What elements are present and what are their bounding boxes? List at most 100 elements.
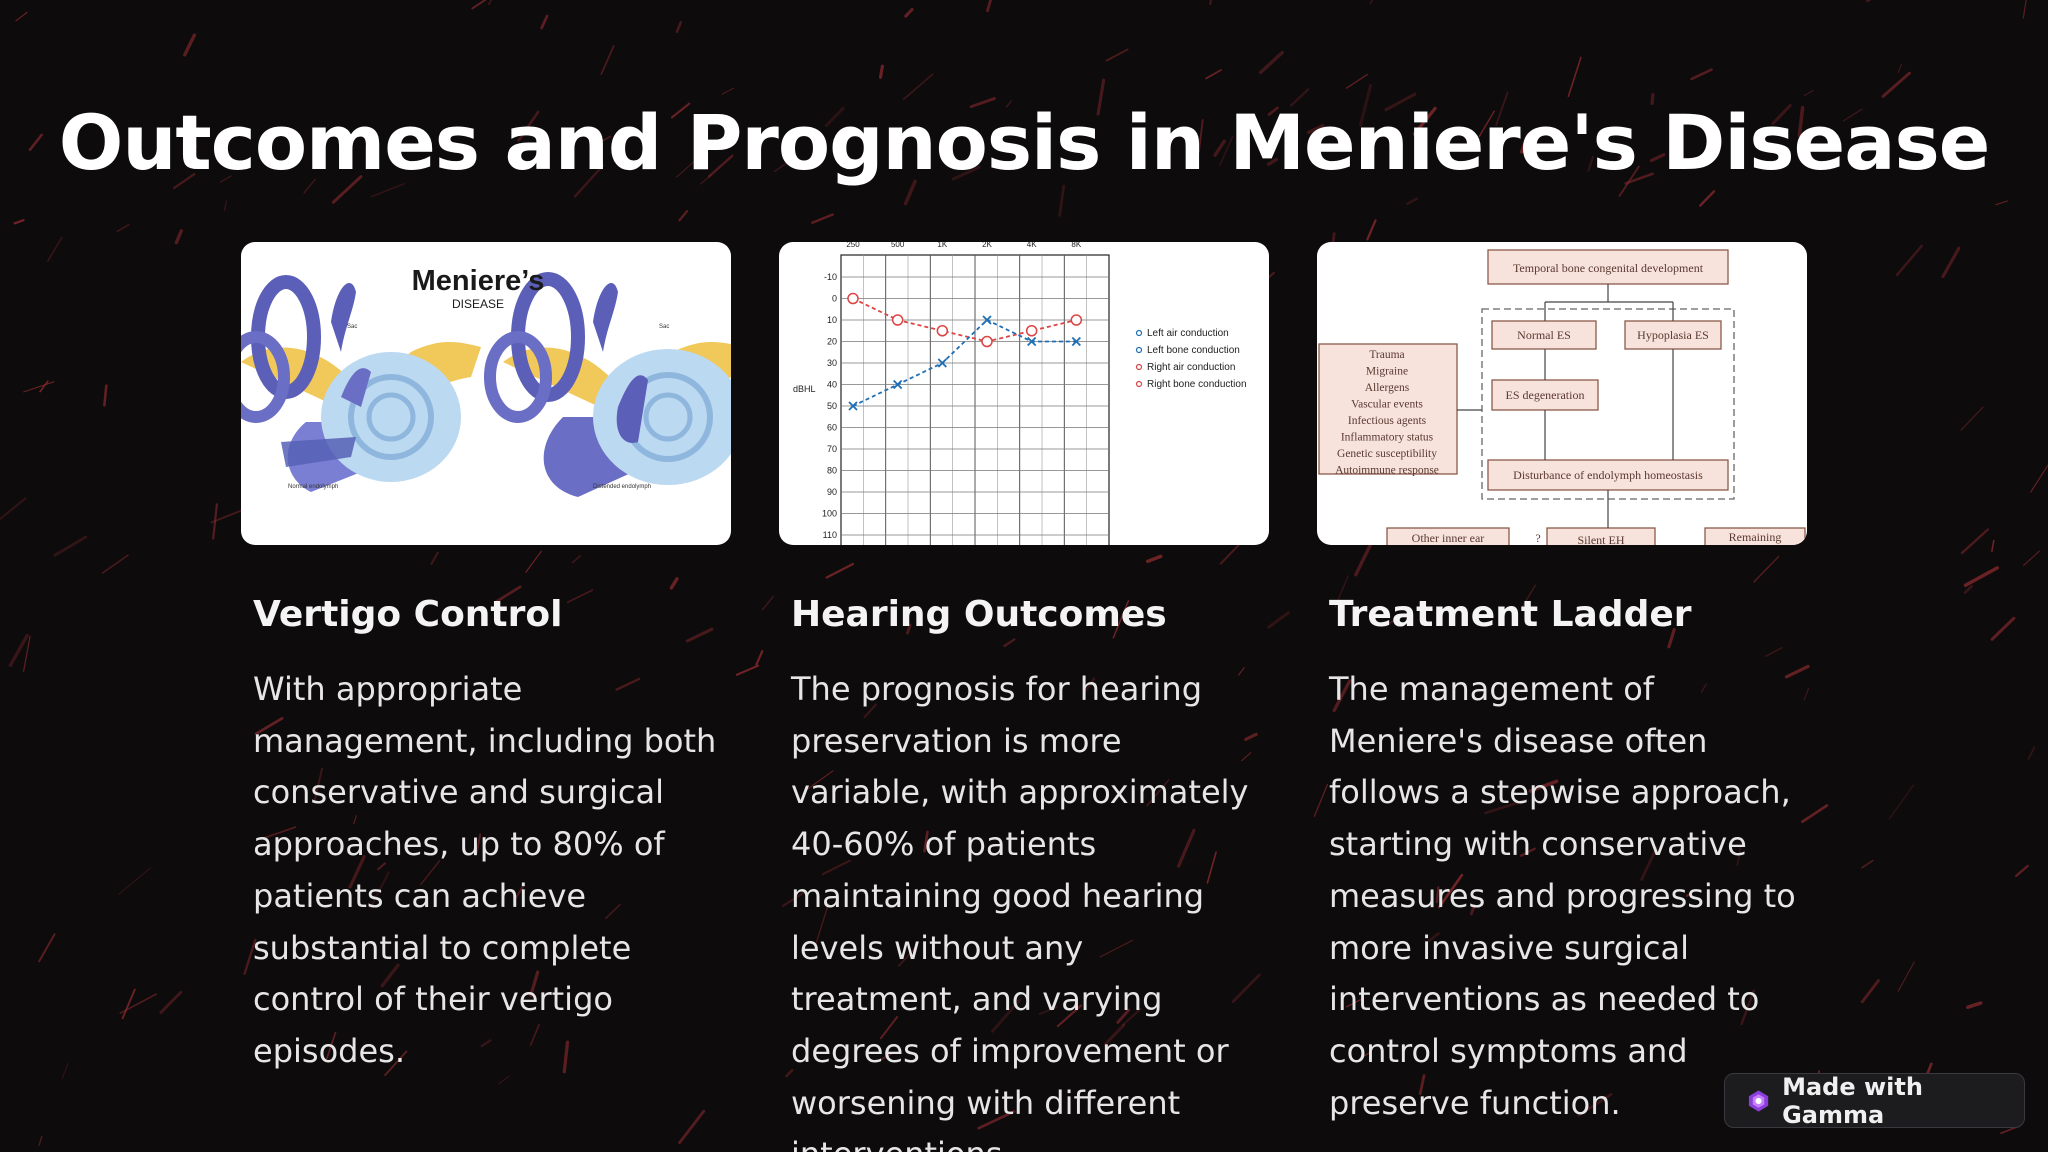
background-streak	[675, 153, 704, 178]
background-streak	[303, 178, 316, 194]
background-streak	[991, 998, 1022, 1033]
background-streak	[2022, 0, 2027, 19]
background-streak	[815, 903, 830, 945]
background-streak	[430, 551, 439, 566]
flow-other-label: Other inner ear	[1412, 531, 1485, 545]
background-streak	[903, 179, 917, 206]
card-image-flowchart: Temporal bone congenital development Nor…	[1317, 242, 1807, 545]
body-hearing-outcomes: The prognosis for hearing preservation i…	[791, 670, 1249, 1152]
background-streak	[1116, 1008, 1131, 1024]
background-streak	[1995, 200, 2009, 206]
y-tick-label: 0	[832, 294, 837, 304]
background-streak	[1105, 48, 1129, 62]
flow-disturbance-label: Disturbance of endolymph homeostasis	[1513, 468, 1703, 482]
background-streak	[1469, 904, 1476, 916]
background-streak	[1238, 667, 1245, 676]
background-streak	[1771, 104, 1792, 125]
background-streak	[2027, 746, 2036, 760]
background-streak	[53, 535, 88, 557]
background-streak	[685, 627, 714, 643]
background-streak	[1960, 528, 1990, 555]
background-streak	[1803, 687, 1810, 701]
y-tick-label: 10	[827, 315, 837, 325]
background-streak	[923, 830, 929, 853]
background-streak	[1258, 50, 1284, 75]
background-streak	[761, 595, 774, 611]
heading-vertigo-control: Vertigo Control	[253, 594, 563, 635]
background-streak	[1369, 0, 1374, 5]
background-streak	[13, 219, 25, 225]
background-streak	[1306, 124, 1325, 135]
background-streak	[1753, 555, 1780, 583]
background-streak	[678, 209, 689, 222]
background-streak	[1567, 56, 1582, 98]
background-streak	[566, 589, 594, 604]
made-with-gamma-badge[interactable]: Made with Gamma	[1724, 1073, 2025, 1129]
inner-ear-illustration-icon: Meniere’s DISEASE Sac Sac Normal endolym…	[241, 265, 731, 497]
background-streak	[1038, 1006, 1058, 1015]
background-streak	[678, 1109, 706, 1145]
background-streak	[1267, 106, 1279, 116]
background-streak	[1650, 93, 1655, 106]
body-treatment-ladder: The management of Meniere's disease ofte…	[1329, 670, 1796, 1122]
background-streak	[101, 554, 129, 574]
background-streak	[1332, 679, 1352, 713]
background-streak	[1122, 1007, 1142, 1026]
background-streak	[669, 577, 679, 590]
background-streak	[1587, 155, 1595, 172]
background-streak	[313, 767, 324, 804]
background-streak	[675, 21, 682, 33]
freq-tick-label: 2K	[982, 242, 992, 249]
background-streak	[23, 381, 55, 393]
background-streak	[1345, 999, 1361, 1008]
background-streak	[2000, 1126, 2018, 1135]
background-streak	[1058, 184, 1066, 217]
flow-question-label: ?	[1535, 531, 1540, 545]
y-tick-label: 70	[827, 444, 837, 454]
background-streak	[1690, 68, 1713, 81]
background-streak	[23, 635, 31, 672]
background-streak	[735, 664, 760, 676]
flow-factor-item: Migraine	[1366, 366, 1408, 378]
background-streak	[1963, 584, 1973, 594]
background-streak	[1888, 784, 1915, 820]
background-streak	[1198, 119, 1204, 153]
background-streak	[1624, 172, 1654, 185]
background-streak	[259, 826, 297, 841]
background-streak	[1519, 133, 1530, 154]
background-streak	[1267, 611, 1290, 629]
background-streak	[1438, 873, 1464, 909]
background-streak	[1290, 88, 1310, 107]
background-streak	[1205, 69, 1222, 80]
background-streak	[805, 770, 834, 791]
background-streak	[1740, 989, 1755, 1026]
background-streak	[182, 33, 197, 57]
background-streak	[0, 497, 27, 521]
background-streak	[1495, 91, 1509, 126]
background-streak	[1213, 139, 1226, 157]
flow-remaining-label: Remaining	[1729, 530, 1782, 544]
background-streak	[1406, 197, 1418, 205]
audiogram-legend-item: Left air conduction	[1147, 328, 1229, 339]
background-streak	[471, 0, 487, 10]
background-streak	[773, 159, 792, 173]
label-distended-endolymph: Distended endolymph	[593, 484, 651, 490]
background-streak	[1736, 837, 1744, 867]
background-streak	[420, 859, 441, 886]
flow-silent-label: Silent EH	[1578, 533, 1625, 545]
background-streak	[38, 933, 56, 963]
y-tick-label: 60	[827, 423, 837, 433]
background-streak	[1176, 828, 1196, 868]
background-streak	[1146, 779, 1170, 807]
y-tick-label: 110	[823, 530, 837, 540]
background-streak	[821, 859, 851, 876]
freq-tick-label: 250	[846, 242, 860, 249]
background-streak	[39, 380, 49, 393]
background-streak	[879, 1015, 899, 1040]
background-streak	[902, 73, 934, 101]
y-tick-label: 80	[827, 466, 837, 476]
background-streak	[1990, 616, 2016, 641]
box-silent	[1546, 527, 1656, 545]
